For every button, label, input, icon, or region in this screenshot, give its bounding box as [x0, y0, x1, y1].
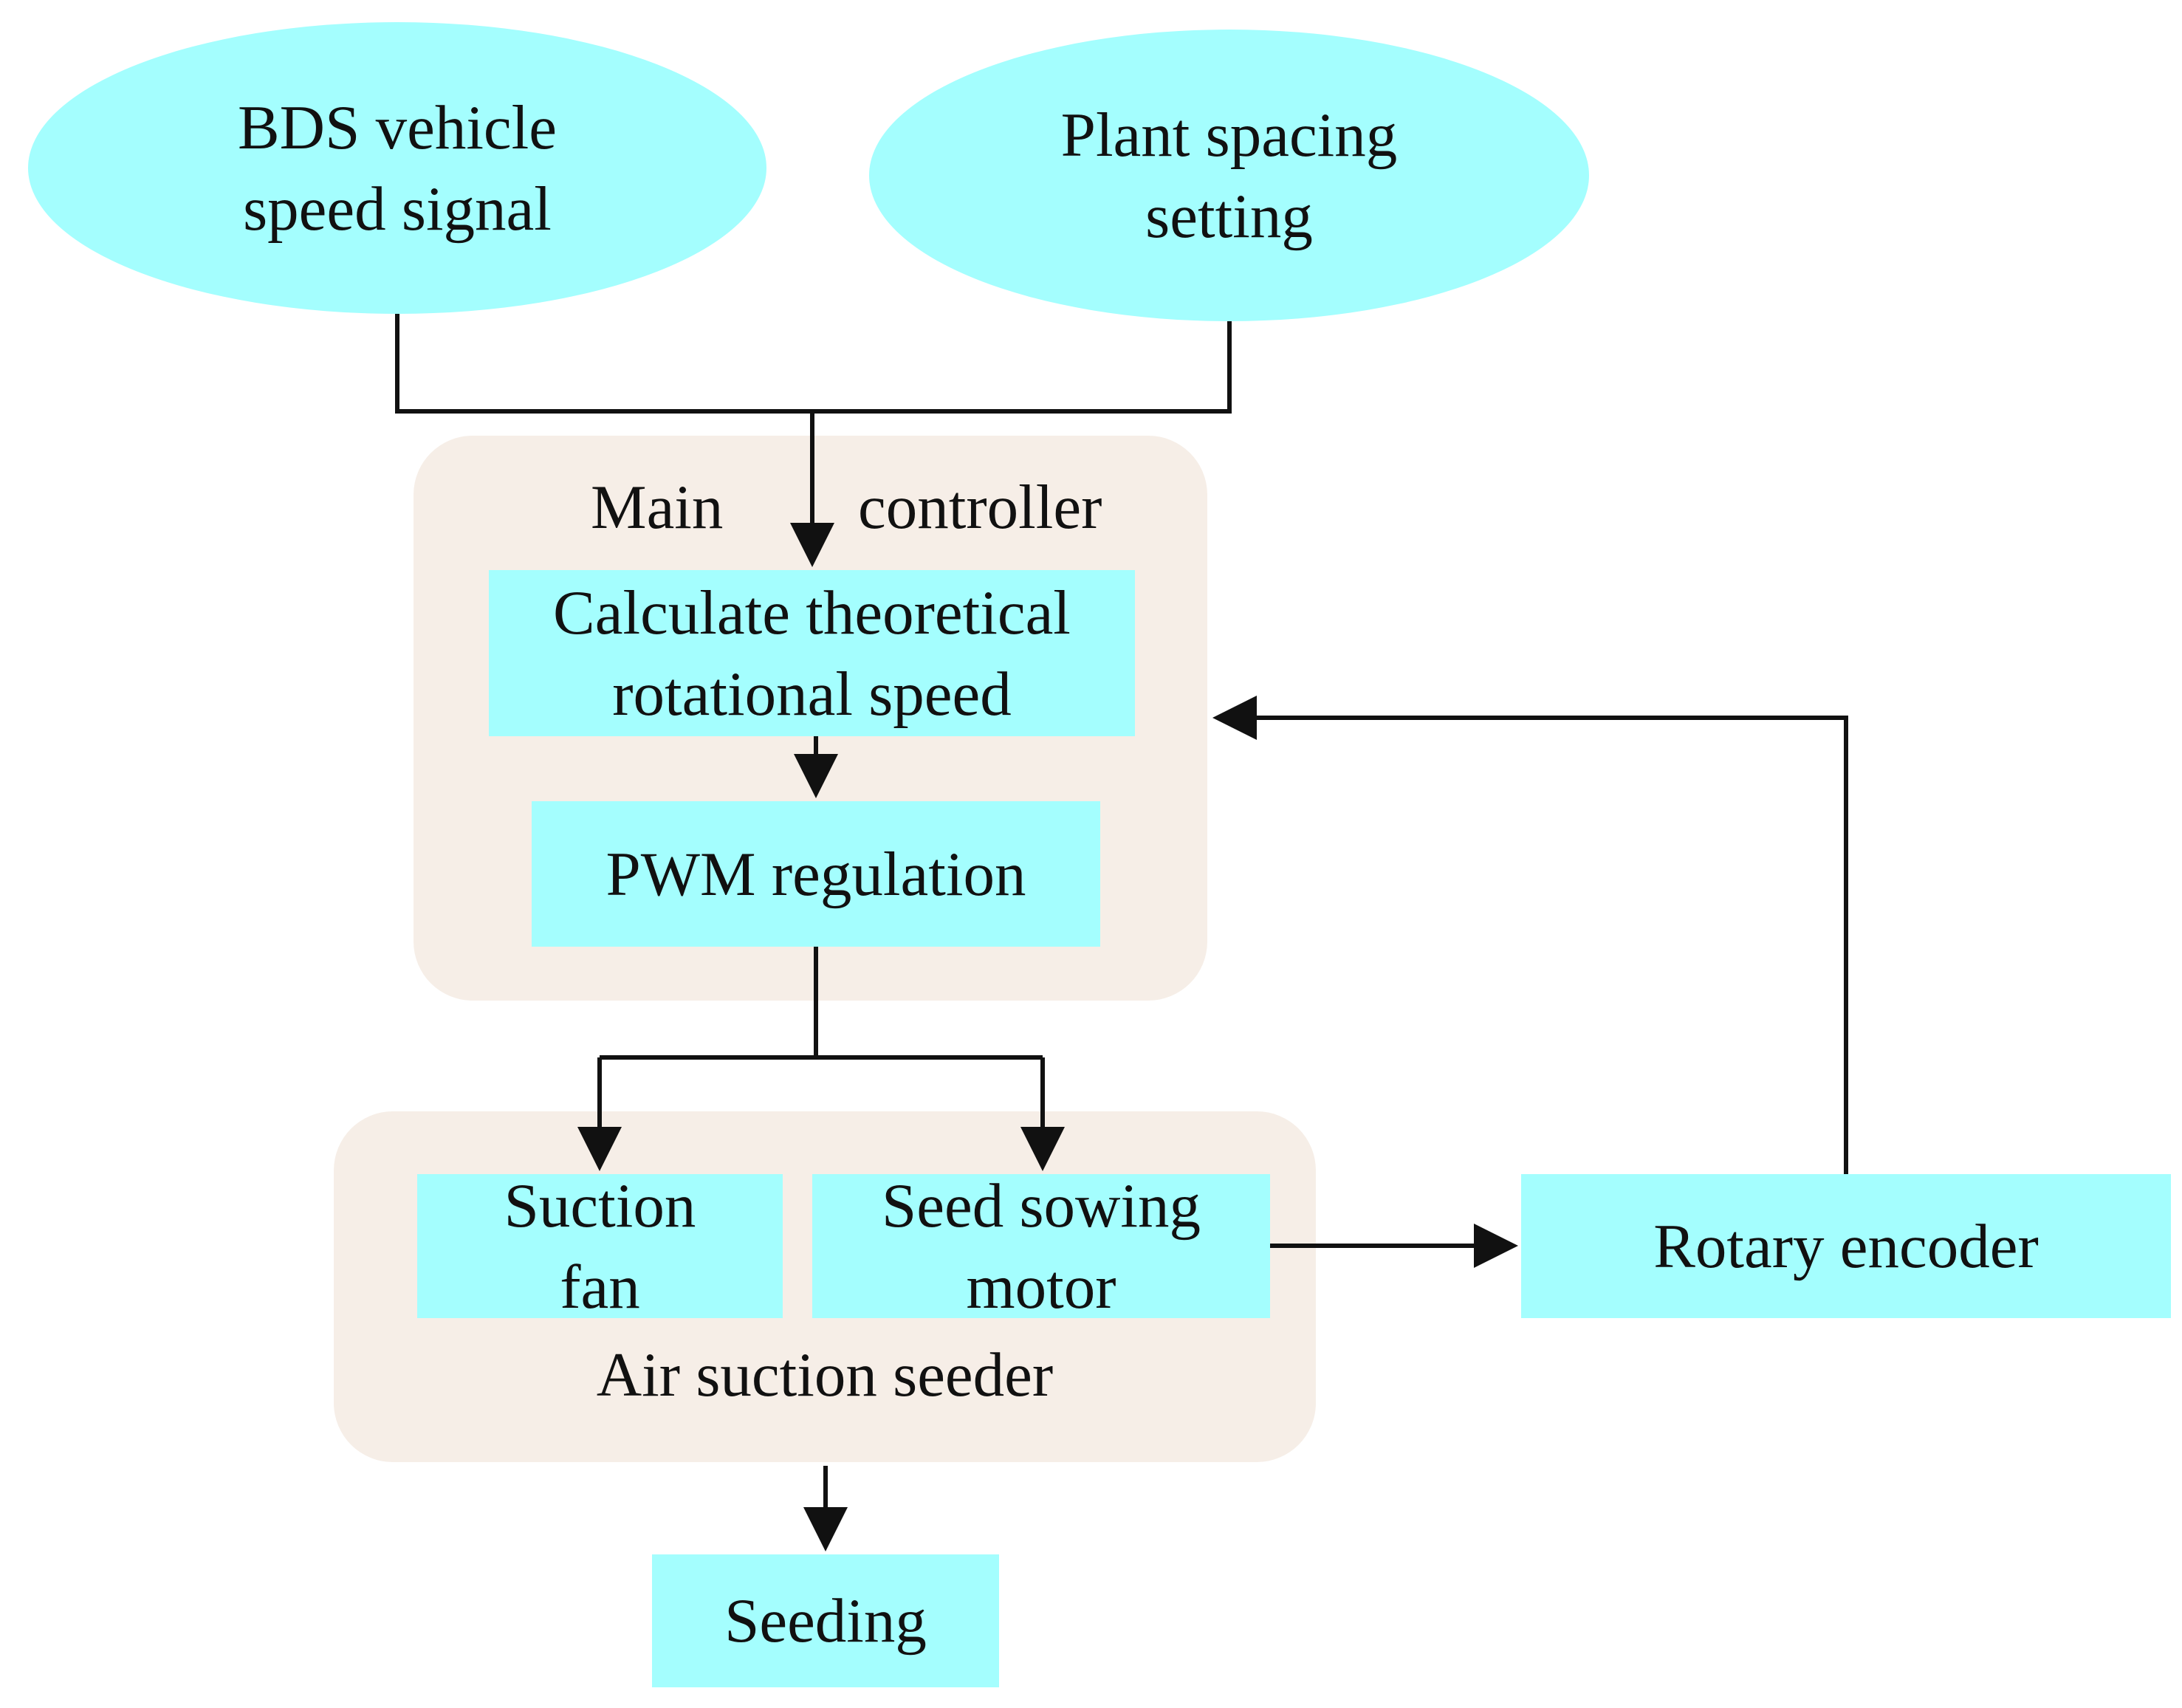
- suction-fan-line1: Suction: [504, 1170, 696, 1241]
- calc-speed-line2: rotational speed: [612, 659, 1012, 729]
- plant-spacing-setting-node: Plant spacing setting: [869, 30, 1589, 321]
- connector-pwm-split: [600, 947, 1043, 1060]
- seeding-node: Seeding: [652, 1554, 999, 1687]
- air-suction-seeder-label: Air suction seeder: [596, 1340, 1054, 1410]
- feedback-encoder-line: [1222, 716, 1848, 1174]
- seed-sowing-motor-node: Seed sowing motor: [812, 1171, 1270, 1322]
- calc-speed-line1: Calculate theoretical: [553, 577, 1071, 648]
- calculate-theoretical-speed-node: Calculate theoretical rotational speed: [489, 570, 1135, 736]
- main-controller-label-main: Main: [591, 473, 724, 542]
- bds-signal-line2: speed signal: [243, 174, 552, 244]
- rotary-encoder-node: Rotary encoder: [1521, 1174, 2171, 1318]
- suction-fan-line2: fan: [560, 1252, 640, 1322]
- suction-fan-node: Suction fan: [417, 1171, 783, 1322]
- plant-spacing-line1: Plant spacing: [1060, 100, 1398, 170]
- seed-motor-line1: Seed sowing: [881, 1170, 1201, 1241]
- main-controller-label-controller: controller: [858, 473, 1102, 542]
- pwm-label: PWM regulation: [605, 839, 1026, 909]
- rotary-encoder-label: Rotary encoder: [1653, 1211, 2039, 1281]
- seed-motor-line2: motor: [966, 1252, 1116, 1322]
- connector-bds-to-merge: [395, 314, 1232, 414]
- plant-spacing-line2: setting: [1145, 181, 1313, 251]
- pwm-regulation-node: PWM regulation: [532, 801, 1100, 947]
- seeding-label: Seeding: [724, 1586, 927, 1656]
- bds-vehicle-speed-signal-node: BDS vehicle speed signal: [28, 22, 766, 314]
- bds-signal-line1: BDS vehicle: [237, 92, 557, 162]
